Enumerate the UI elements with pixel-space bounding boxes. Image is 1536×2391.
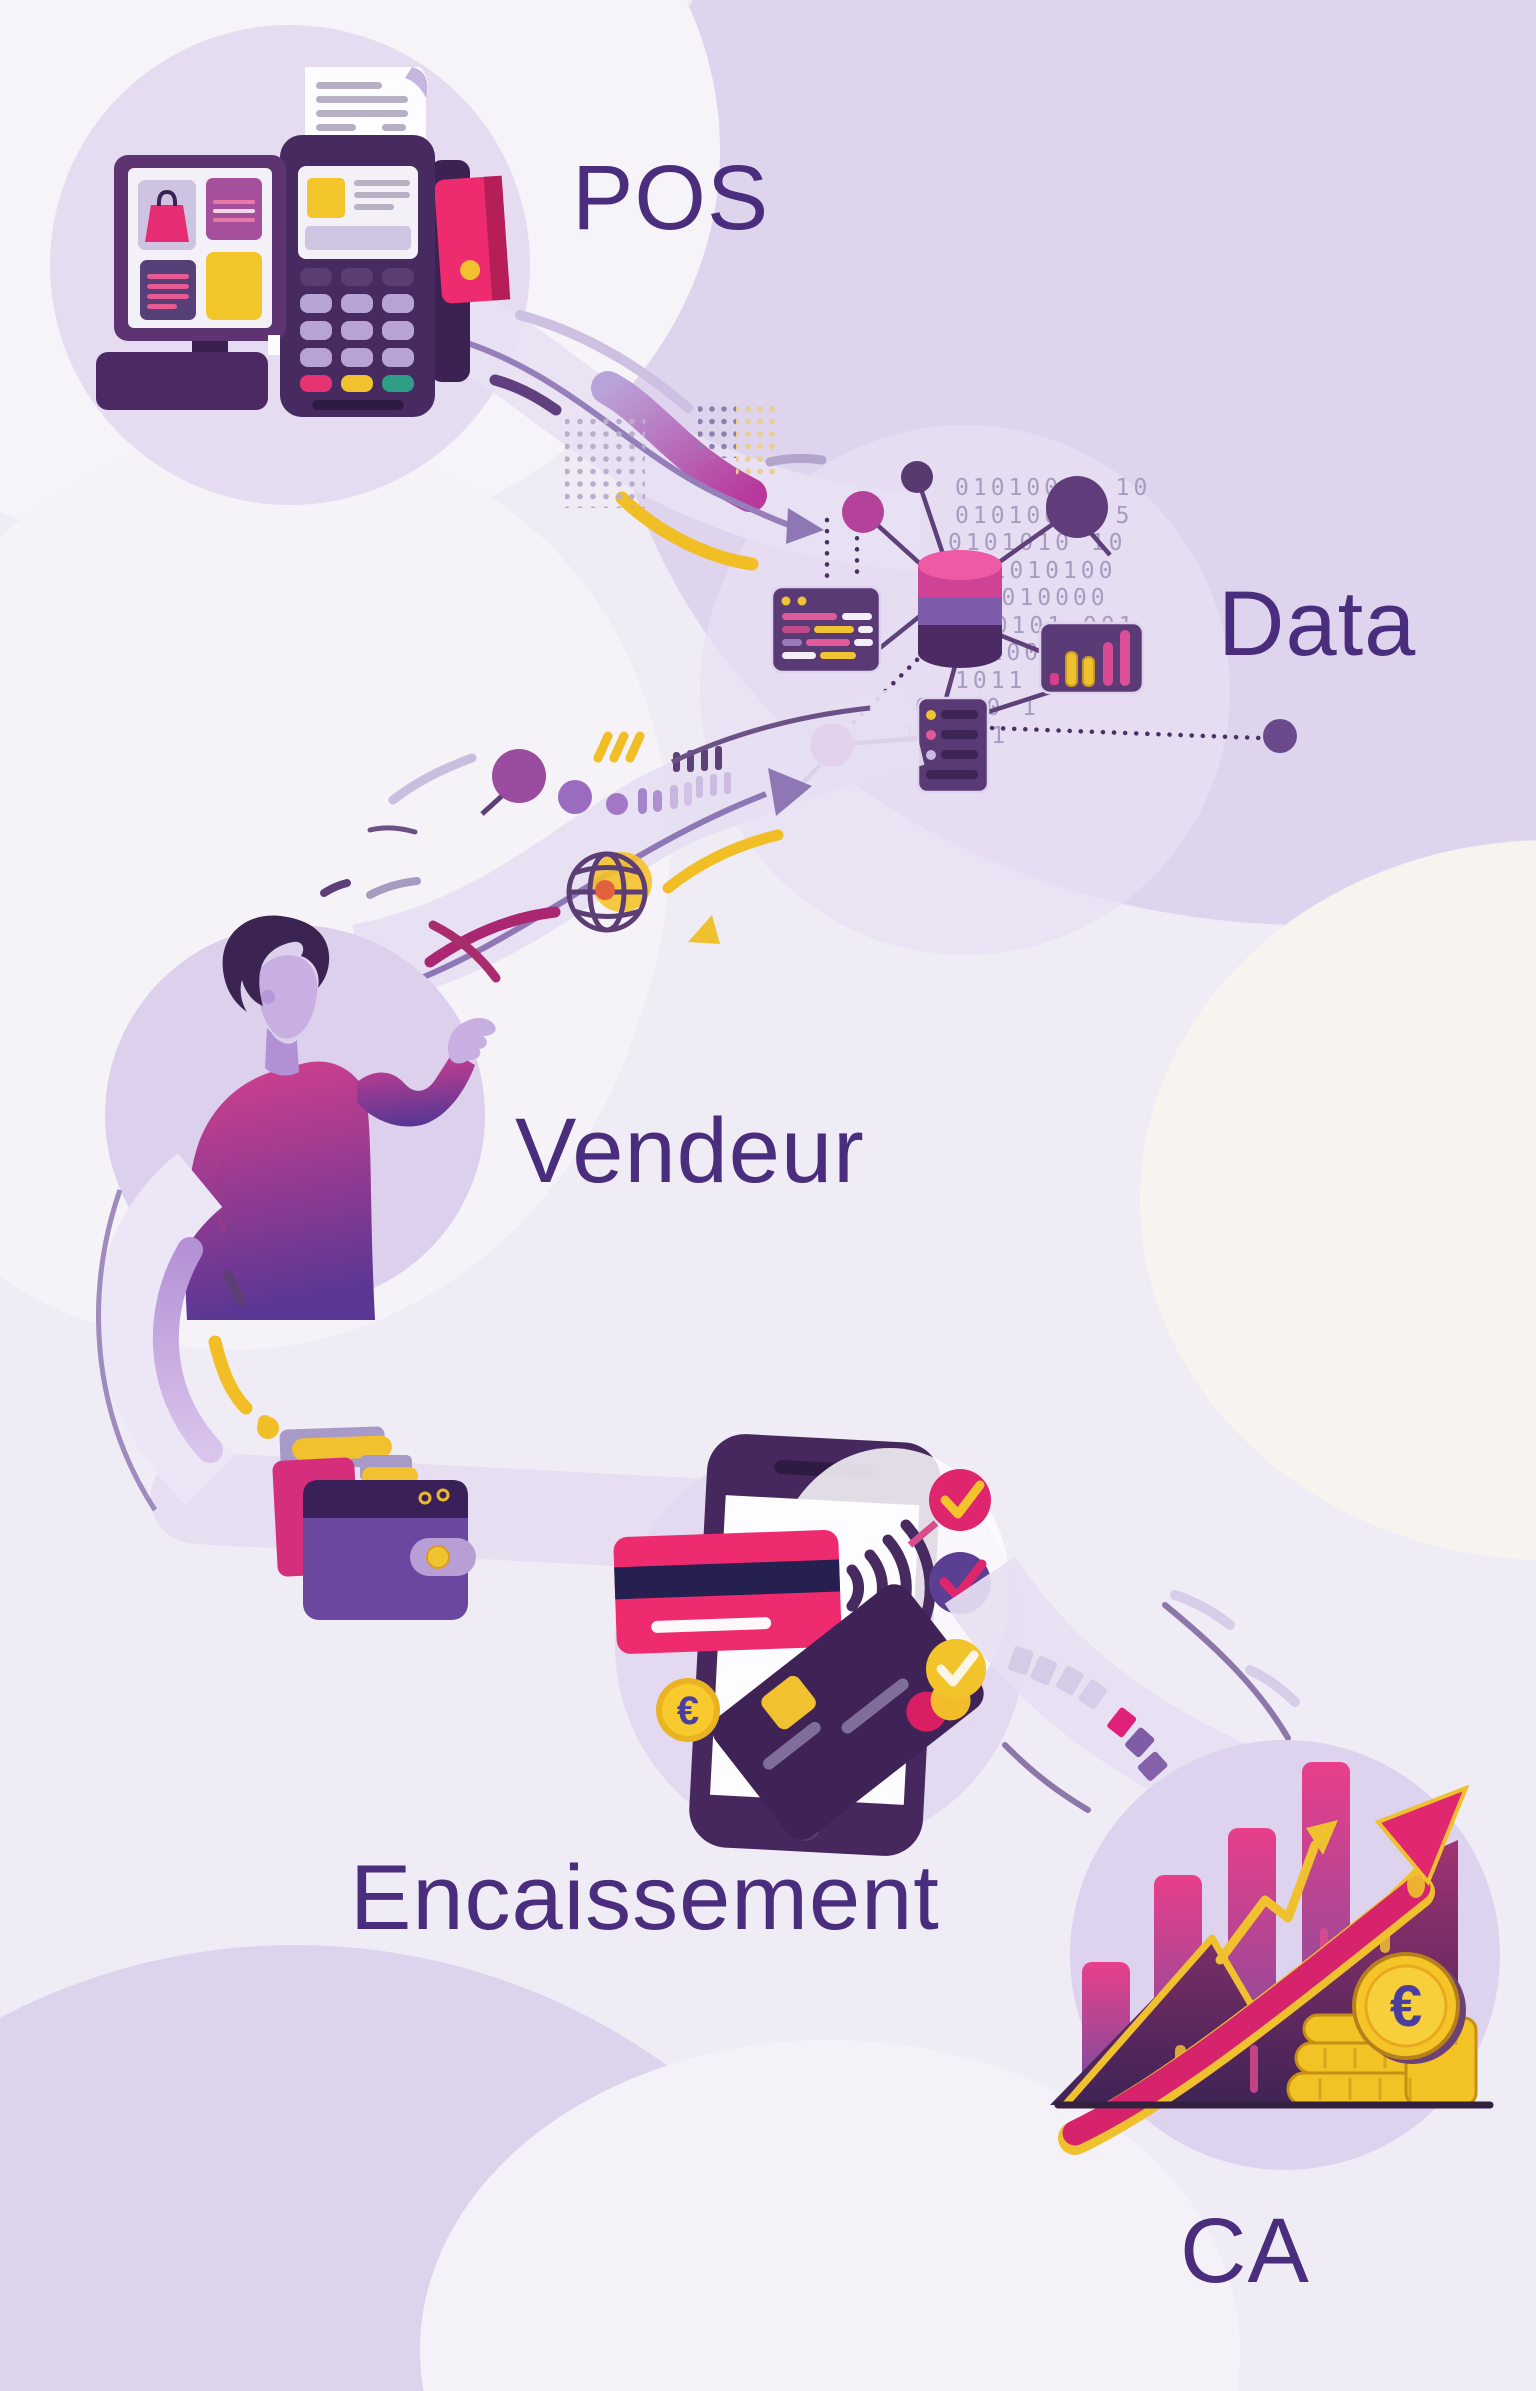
thin-light-arc bbox=[388, 753, 477, 805]
network-node bbox=[901, 461, 933, 493]
deco-stroke-light bbox=[515, 310, 693, 413]
register-icon bbox=[114, 155, 286, 355]
database-icon bbox=[918, 550, 1002, 668]
deco-dash bbox=[765, 453, 827, 467]
shopping-bag-tile bbox=[138, 180, 196, 250]
network-node-magenta bbox=[842, 491, 884, 533]
register-stand bbox=[192, 341, 228, 355]
bar-chart-panel-icon bbox=[1038, 621, 1145, 695]
product-card-tile bbox=[206, 178, 262, 240]
credit-card-pink-icon bbox=[613, 1530, 842, 1654]
code-window-icon bbox=[770, 585, 882, 674]
barcode-tile bbox=[140, 260, 196, 320]
yellow-triangle bbox=[688, 915, 720, 944]
payment-illustration: € bbox=[613, 1434, 1025, 1856]
purple-dash bbox=[223, 1270, 245, 1305]
hand bbox=[447, 1018, 496, 1064]
svg-text:1011: 1011 bbox=[955, 668, 1026, 694]
network-node-small bbox=[1263, 719, 1297, 753]
encaissement-label: Encaissement bbox=[350, 1847, 940, 1949]
pos-label: POS bbox=[572, 147, 770, 249]
yellow-dot bbox=[258, 1415, 272, 1429]
thin-arc-bottom bbox=[1002, 1742, 1091, 1813]
yellow-slashes bbox=[593, 731, 645, 763]
gradient-arc bbox=[152, 1237, 223, 1463]
vendeur-label: Vendeur bbox=[515, 1100, 865, 1202]
thin-arc-2 bbox=[367, 825, 418, 835]
globe-icon bbox=[566, 851, 652, 933]
thin-arc bbox=[96, 1189, 158, 1512]
arrow-head-icon bbox=[786, 508, 824, 544]
flow-band-vendeur-data bbox=[351, 685, 925, 1006]
dot-grid-gray bbox=[565, 418, 645, 508]
credit-card-dark-icon bbox=[712, 1584, 984, 1840]
light-dash-2 bbox=[1245, 1665, 1300, 1707]
wallet-illustration bbox=[258, 1415, 476, 1620]
yellow-stroke bbox=[615, 491, 759, 571]
yellow-dash bbox=[208, 1335, 253, 1415]
flow-band bbox=[351, 685, 925, 1006]
deco-stroke-dark bbox=[489, 374, 562, 416]
arrow-line bbox=[439, 332, 793, 529]
arrow-up-icon bbox=[1058, 1784, 1470, 2155]
light-dash bbox=[1170, 1590, 1235, 1630]
thin-arc bbox=[670, 705, 871, 765]
neck bbox=[265, 1028, 299, 1076]
ear bbox=[261, 990, 275, 1004]
face bbox=[258, 955, 318, 1039]
yellow-tile bbox=[206, 252, 262, 320]
yellow-arc bbox=[662, 829, 784, 894]
person-icon bbox=[185, 915, 496, 1320]
magenta-arc bbox=[424, 906, 561, 968]
ca-illustration: € bbox=[1050, 1740, 1500, 2170]
arrow-head-icon bbox=[768, 768, 812, 816]
server-icon bbox=[916, 696, 990, 794]
deco-strokes bbox=[320, 877, 501, 983]
network-node-large bbox=[1046, 476, 1108, 538]
check-badge-yellow bbox=[926, 1639, 986, 1699]
flow-band bbox=[96, 1152, 236, 1505]
raised-arm bbox=[357, 1052, 475, 1127]
small-arrow-icon bbox=[1215, 1820, 1338, 1965]
dot-grid-purple bbox=[698, 406, 736, 458]
arrow-line bbox=[389, 791, 768, 993]
register-base bbox=[96, 352, 268, 410]
torso bbox=[185, 1061, 375, 1320]
svg-text:€: € bbox=[1390, 1974, 1422, 2039]
arm-crease bbox=[215, 1159, 228, 1234]
hair bbox=[222, 915, 330, 1012]
ca-label: CA bbox=[1180, 2200, 1310, 2302]
growth-chart-icon: € bbox=[1050, 1762, 1494, 2155]
register-slot bbox=[268, 335, 280, 355]
node-trail bbox=[480, 749, 692, 816]
svg-text:€: € bbox=[677, 1689, 699, 1733]
wallet-icon bbox=[303, 1480, 476, 1620]
data-label: Data bbox=[1218, 573, 1417, 675]
euro-coin-large-icon: € bbox=[1352, 1952, 1466, 2064]
card-terminal-icon bbox=[280, 135, 435, 417]
yellow-speck bbox=[1407, 1872, 1425, 1898]
flow-band-vendeur-wallet bbox=[96, 1152, 279, 1512]
terminal-keypad bbox=[300, 268, 414, 392]
credit-card-icon bbox=[434, 175, 511, 304]
check-badge-pink bbox=[907, 1469, 991, 1548]
euro-coin-icon: € bbox=[656, 1678, 720, 1742]
thin-arc-top bbox=[1162, 1602, 1291, 1741]
brush-stroke bbox=[591, 371, 767, 512]
pos-illustration bbox=[96, 67, 511, 417]
